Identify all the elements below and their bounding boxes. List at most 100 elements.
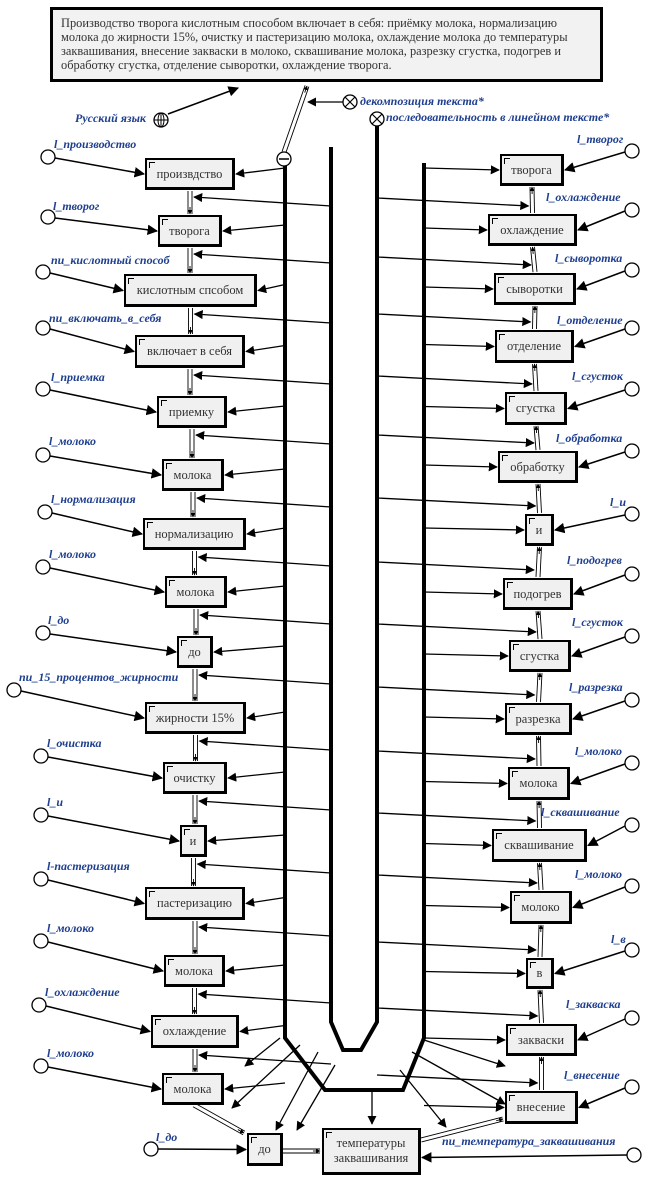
right-node-6[interactable]: обработку — [498, 451, 578, 483]
right-concept-arrow-4 — [574, 328, 626, 349]
left-trunk-arrow-10 — [246, 711, 286, 722]
right-node-16-concept-label: l_внесение — [564, 1068, 620, 1082]
right-chain-arrow-6-head — [534, 425, 539, 434]
left-node-7-concept-circle — [37, 504, 53, 520]
right-node-13-concept-circle — [624, 878, 640, 894]
right-node-3[interactable]: сыворотки — [494, 273, 576, 305]
source-text-box: Производство творога кислотным способом … — [50, 7, 603, 82]
left-seq-line-13 — [198, 923, 332, 937]
right-chain-arrow-3-head — [530, 246, 536, 255]
right-concept-arrow-7 — [553, 514, 626, 534]
left-node-2[interactable]: творога — [158, 215, 222, 247]
right-node-15[interactable]: закваски — [506, 1024, 577, 1056]
left-node-7[interactable]: нормализацию — [143, 518, 246, 550]
right-node-16[interactable]: внесение — [505, 1091, 578, 1124]
right-node-14[interactable]: в — [526, 958, 554, 989]
right-node-16-concept-circle — [624, 1079, 640, 1095]
left-node-8[interactable]: молока — [165, 576, 227, 608]
right-trunk-arrow-9 — [423, 651, 509, 661]
right-concept-arrow-13 — [572, 886, 626, 909]
left-node-1[interactable]: произвдство — [145, 158, 235, 190]
right-node-1[interactable]: творога — [500, 154, 564, 186]
right-node-4[interactable]: отделение — [495, 330, 574, 363]
right-node-7-concept-circle — [624, 506, 640, 522]
right-chain-arrow-8 — [539, 547, 542, 578]
right-concept-arrow-8 — [573, 574, 626, 596]
right-seq-line-10 — [376, 686, 536, 700]
right-node-8[interactable]: подогрев — [503, 578, 573, 610]
right-concept-arrow-16 — [578, 1087, 626, 1109]
bottom-node-1[interactable]: до — [247, 1133, 283, 1166]
right-node-9[interactable]: сгустка — [509, 640, 571, 672]
right-concept-arrow-10 — [572, 700, 626, 721]
left-trunk-arrow-4 — [245, 344, 286, 355]
right-node-12[interactable]: сквашивание — [492, 829, 587, 862]
right-seq-line-7 — [376, 497, 537, 511]
fan-arrow-3 — [275, 1051, 319, 1131]
left-trunk-arrow-12 — [207, 834, 286, 845]
left-node-5-concept-circle — [35, 381, 51, 397]
left-concept-arrow-7 — [51, 512, 144, 537]
left-node-13[interactable]: пастеризацию — [145, 887, 245, 920]
right-trunk-arrow-8 — [423, 589, 503, 599]
right-node-13[interactable]: молоко — [510, 891, 572, 924]
language-link-arrow — [167, 86, 239, 115]
left-trunk-arrow-5 — [227, 405, 286, 416]
right-trunk-arrow-11 — [423, 778, 508, 788]
right-concept-arrow-1 — [563, 151, 626, 173]
left-node-13-concept-label: l-пастеризация — [47, 859, 130, 873]
left-node-14[interactable]: молока — [164, 955, 225, 987]
left-concept-arrow-4 — [49, 328, 136, 355]
left-node-15[interactable]: охлаждение — [151, 1015, 239, 1048]
left-node-12[interactable]: и — [180, 825, 207, 857]
right-node-2[interactable]: охлаждение — [488, 214, 577, 246]
left-node-10-concept-circle — [6, 682, 22, 698]
right-seq-line-9 — [376, 623, 537, 637]
right-node-7-concept-label: l_и — [610, 495, 627, 509]
language-label: Русский язык — [75, 111, 147, 125]
left-node-9[interactable]: до — [177, 636, 213, 668]
right-chain-arrow-9 — [539, 610, 543, 639]
right-trunk-arrow-4 — [423, 341, 495, 351]
left-node-6[interactable]: молока — [162, 459, 224, 491]
bottom-node-2[interactable]: температуры заквашивания — [322, 1128, 421, 1175]
left-trunk-arrow-2 — [222, 224, 286, 235]
left-node-4-concept-label: nи_включать_в_себя — [49, 311, 162, 325]
left-node-4[interactable]: включает в себя — [135, 335, 245, 368]
left-concept-arrow-14 — [47, 941, 165, 974]
left-node-10[interactable]: жирности 15% — [145, 702, 246, 734]
right-chain-arrow-11 — [536, 736, 538, 767]
right-node-11[interactable]: молока — [508, 767, 570, 800]
left-node-5[interactable]: приемку — [157, 396, 227, 428]
sequence-label: последовательность в линейном тексте* — [386, 110, 610, 124]
left-seq-line-15 — [198, 1051, 332, 1065]
left-trunk-arrow-9 — [213, 645, 286, 656]
right-node-7[interactable]: и — [525, 514, 554, 546]
right-node-5[interactable]: сгустка — [505, 392, 567, 425]
left-trunk-arrow-6 — [224, 468, 286, 479]
bottom-concept-arrow-1 — [157, 1144, 248, 1155]
left-node-16[interactable]: молока — [162, 1073, 224, 1105]
right-chain-arrow-5 — [532, 364, 535, 392]
fan-arrow-4 — [296, 1064, 336, 1131]
left-seq-line-10 — [198, 737, 332, 751]
right-seq-line-14 — [376, 941, 537, 955]
left-node-1-concept-circle — [40, 149, 56, 165]
right-trunk-arrow-3 — [423, 284, 494, 294]
right-trunk-arrow-2 — [423, 225, 488, 235]
left-node-11[interactable]: очистку — [163, 762, 227, 794]
right-trunk-arrow-14 — [423, 968, 526, 978]
right-node-1-concept-circle — [624, 143, 640, 159]
right-chain-arrow-3 — [530, 247, 534, 273]
right-node-10[interactable]: разрезка — [505, 703, 572, 735]
left-node-3[interactable]: кислотным спсобом — [124, 274, 257, 307]
right-seq-line-15 — [376, 1007, 539, 1021]
left-node-1-concept-label: l_производство — [54, 137, 137, 151]
left-node-3-concept-circle — [35, 264, 51, 280]
left-node-4-concept-circle — [35, 320, 51, 336]
right-node-6-concept-label: l_обработка — [556, 431, 623, 445]
right-trunk-arrow-16 — [423, 1102, 505, 1112]
right-node-15-concept-label: l_закваска — [566, 997, 621, 1011]
left-node-11-concept-label: l_очистка — [47, 736, 102, 750]
